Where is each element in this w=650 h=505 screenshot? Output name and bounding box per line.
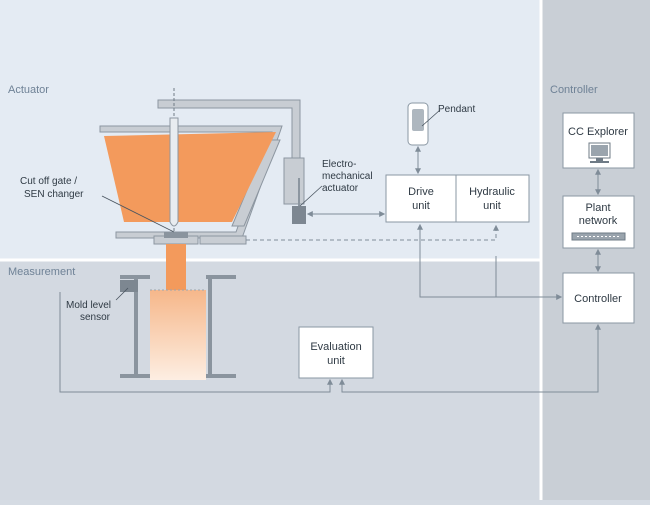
- sensor-leader: [115, 287, 129, 301]
- mold-level-label-line2: sensor: [80, 312, 111, 323]
- drive-unit-box: [385, 174, 457, 223]
- mold-steel-glow: [150, 290, 206, 380]
- pendant-leader: [421, 109, 441, 127]
- drive-unit-label-line2: unit: [412, 200, 430, 212]
- hydraulic-unit-label-line1: Hydraulic: [469, 186, 515, 198]
- gate-leader: [101, 195, 175, 233]
- controller-zone: [540, 0, 650, 500]
- cut-off-gate-label-line1: Cut off gate /: [20, 176, 77, 187]
- measurement-zone: [0, 260, 540, 500]
- mold-level-label-line1: Mold level: [66, 300, 111, 311]
- plant-network-label-line2: network: [579, 215, 618, 227]
- hydraulic-unit-box: [455, 174, 530, 223]
- actuator-zone-label: Actuator: [8, 84, 49, 96]
- hydraulic-unit-label-line2: unit: [483, 200, 501, 212]
- tundish-steel: [104, 132, 276, 222]
- drive-unit-label-line1: Drive: [408, 186, 434, 198]
- plant-network-label-line1: Plant: [585, 202, 610, 214]
- mold-level-sensor: [120, 280, 138, 292]
- monitor-icon: [588, 142, 611, 163]
- measurement-zone-label: Measurement: [8, 266, 75, 278]
- stopper-mechanism: [157, 88, 301, 232]
- electromechanical-label-line3: actuator: [322, 183, 359, 194]
- evaluation-unit-label-line2: unit: [327, 355, 345, 367]
- cut-off-gate-label-line2: SEN changer: [24, 189, 84, 200]
- network-switch-icon: [571, 232, 626, 241]
- electromechanical-label-line2: mechanical: [322, 171, 373, 182]
- cc-explorer-label: CC Explorer: [568, 126, 628, 138]
- pendant-icon: [407, 102, 429, 146]
- connectors: [59, 145, 601, 393]
- electromechanical-label-line1: Electro-: [322, 159, 356, 170]
- pendant-label: Pendant: [438, 104, 475, 115]
- mold: [120, 275, 236, 378]
- controller-zone-label: Controller: [550, 84, 598, 96]
- evaluation-unit-label-line1: Evaluation: [310, 341, 361, 353]
- controller-label: Controller: [574, 293, 622, 305]
- electromechanical-actuator: [283, 157, 306, 224]
- actuator-leader: [299, 185, 323, 207]
- controller-box: [562, 272, 635, 324]
